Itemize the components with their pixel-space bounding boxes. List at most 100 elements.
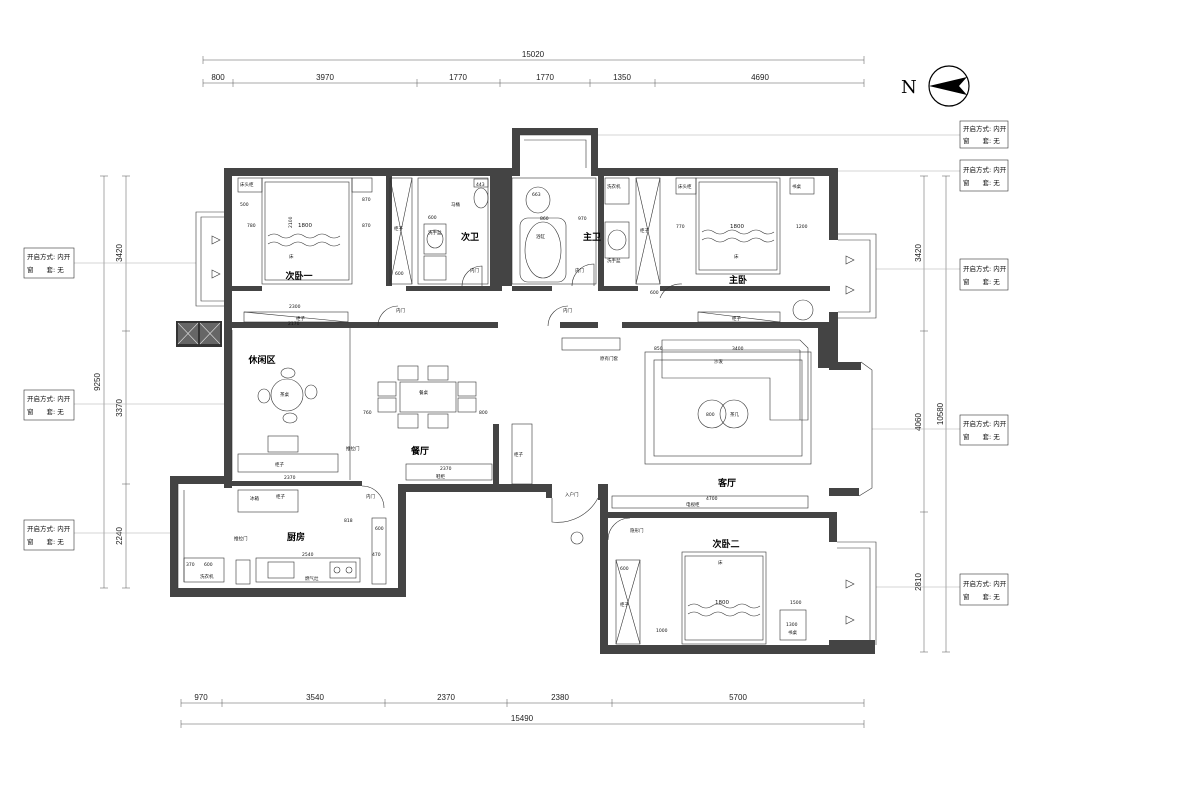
top-dimensions: 15020 800 3970 1770 1770 1350 4690 (202, 50, 865, 87)
bed-label: 床 (734, 253, 739, 260)
fridge-icon (235, 559, 251, 585)
dim-top-seg: 800 (211, 73, 225, 82)
dim-970: 970 (578, 216, 587, 222)
door-label: 内门 (575, 267, 584, 274)
dim-right-seg: 4060 (914, 413, 923, 431)
dim-bottom-seg: 970 (194, 693, 208, 702)
dining-table-icon (399, 381, 457, 413)
dim-left-seg: 2240 (115, 527, 124, 545)
tea-table-label: 茶桌 (280, 391, 289, 398)
dim-800: 800 (706, 412, 715, 418)
sink-label: 洗手盆 (607, 257, 621, 264)
window-frame: 窗 套: 无 (27, 265, 64, 274)
leader-lines (74, 134, 960, 588)
wardrobe-label: 柜子 (394, 225, 403, 232)
dining-area: 餐桌 760 800 餐厅 2370 鞋柜 柜子 内门 内门 (363, 305, 572, 485)
fridge-label: 冰箱 (250, 495, 259, 502)
dim-370: 370 (186, 562, 195, 568)
window-open-mode: 开启方式: 内开 (27, 394, 71, 403)
cabinet-label: 柜子 (276, 493, 285, 500)
dim-870: 870 (362, 197, 371, 203)
wardrobe-label: 柜子 (296, 315, 305, 322)
left-dimensions: 9250 3420 3370 2240 (93, 175, 130, 589)
desk-label: 书桌 (788, 629, 797, 636)
dim-850: 850 (654, 346, 663, 352)
wardrobe (243, 311, 349, 323)
dim-470: 470 (372, 552, 381, 558)
dim-top-seg: 1350 (613, 73, 631, 82)
dim-top-seg: 4690 (751, 73, 769, 82)
dining-table-label: 餐桌 (419, 389, 428, 396)
window-note: 开启方式: 内开 窗 套: 无 (23, 389, 75, 421)
dim-bed-width: 1800 (298, 223, 312, 229)
dim-600: 600 (428, 215, 437, 221)
wardrobe-label: 柜子 (732, 315, 741, 322)
bed-label: 床 (289, 253, 294, 260)
rug (644, 351, 812, 465)
window-note: 开启方式: 内开 窗 套: 无 (23, 247, 75, 279)
room-name-second-bath: 次卫 (461, 231, 479, 243)
dim-bottom-seg: 5700 (729, 693, 747, 702)
window-open-mode: 开启方式: 内开 (963, 419, 1007, 428)
window-open-mode: 开启方式: 内开 (963, 579, 1007, 588)
sink-icon (423, 223, 447, 255)
door-note-label: 原有门套 (600, 355, 618, 362)
sofa-label: 沙发 (714, 358, 723, 365)
dim-780: 780 (247, 223, 256, 229)
room-name-master-bedroom: 主卧 (729, 274, 747, 286)
window-frame: 窗 套: 无 (963, 432, 1000, 441)
sliding-door-label: 推拉门 (346, 445, 360, 452)
window-frame: 窗 套: 无 (963, 277, 1000, 286)
desk-label: 书桌 (792, 183, 801, 190)
coffee-table-icon (697, 399, 727, 429)
tv-cabinet-label: 电视柜 (686, 501, 700, 508)
window-note: 开启方式: 内开 窗 套: 无 (959, 573, 1009, 606)
window-note: 开启方式: 内开 窗 套: 无 (959, 120, 1009, 149)
living-room: 原有门套 沙发 3400 850 茶几 800 客厅 4700 电视柜 (561, 337, 812, 509)
wardrobe (635, 177, 661, 285)
door-label: 内门 (396, 307, 405, 314)
tv-cabinet (611, 495, 809, 509)
dim-left-total: 9250 (93, 373, 102, 391)
dim-right-seg: 3420 (914, 244, 923, 262)
dim-bottom-total: 15490 (511, 714, 534, 723)
stove-label: 燃气灶 (305, 575, 319, 582)
tea-table-icon (270, 378, 304, 412)
dim-2540: 2540 (302, 552, 314, 558)
room-name-kitchen: 厨房 (287, 531, 305, 543)
dim-600: 600 (650, 290, 659, 296)
window-frame: 窗 套: 无 (27, 407, 64, 416)
room-name-leisure: 休闲区 (247, 354, 275, 366)
bedroom-1: 床头柜 1800 2100 500 780 870 870 床 次卧一 2300… (237, 177, 413, 327)
bed-icon (695, 177, 781, 275)
dim-top-seg: 1770 (536, 73, 554, 82)
dim-bottom-seg: 3540 (306, 693, 324, 702)
window-frame: 窗 套: 无 (27, 537, 64, 546)
cabinet-label: 柜子 (275, 461, 284, 468)
cabinet-label: 柜子 (514, 451, 523, 458)
dim-600: 600 (395, 271, 404, 277)
dim-right-total: 10580 (936, 402, 945, 425)
dim-1500: 1500 (790, 600, 802, 606)
ac-unit (176, 321, 222, 347)
dim-860: 860 (540, 216, 549, 222)
dim-818: 818 (344, 518, 353, 524)
hidden-door-label: 隐形门 (630, 527, 644, 534)
dim-bottom-seg: 2370 (437, 693, 455, 702)
wardrobe (389, 177, 413, 285)
bed-icon (261, 177, 353, 285)
plant-icon (570, 531, 584, 545)
room-name-bedroom2: 次卧二 (712, 538, 739, 550)
coffee-table-label: 茶几 (730, 411, 739, 418)
dim-top-total: 15020 (522, 50, 545, 59)
sink-icon (267, 561, 295, 579)
dim-bed-width: 1800 (730, 224, 744, 230)
entry-door-label: 入户门 (565, 491, 579, 498)
north-arrow: N (901, 65, 970, 107)
window-frame: 窗 套: 无 (963, 136, 1000, 145)
dim-2370: 2370 (440, 466, 452, 472)
dim-1000: 1000 (656, 628, 668, 634)
window-open-mode: 开启方式: 内开 (27, 524, 71, 533)
dim-1300: 1300 (786, 622, 798, 628)
washer-label: 洗衣机 (200, 573, 214, 580)
